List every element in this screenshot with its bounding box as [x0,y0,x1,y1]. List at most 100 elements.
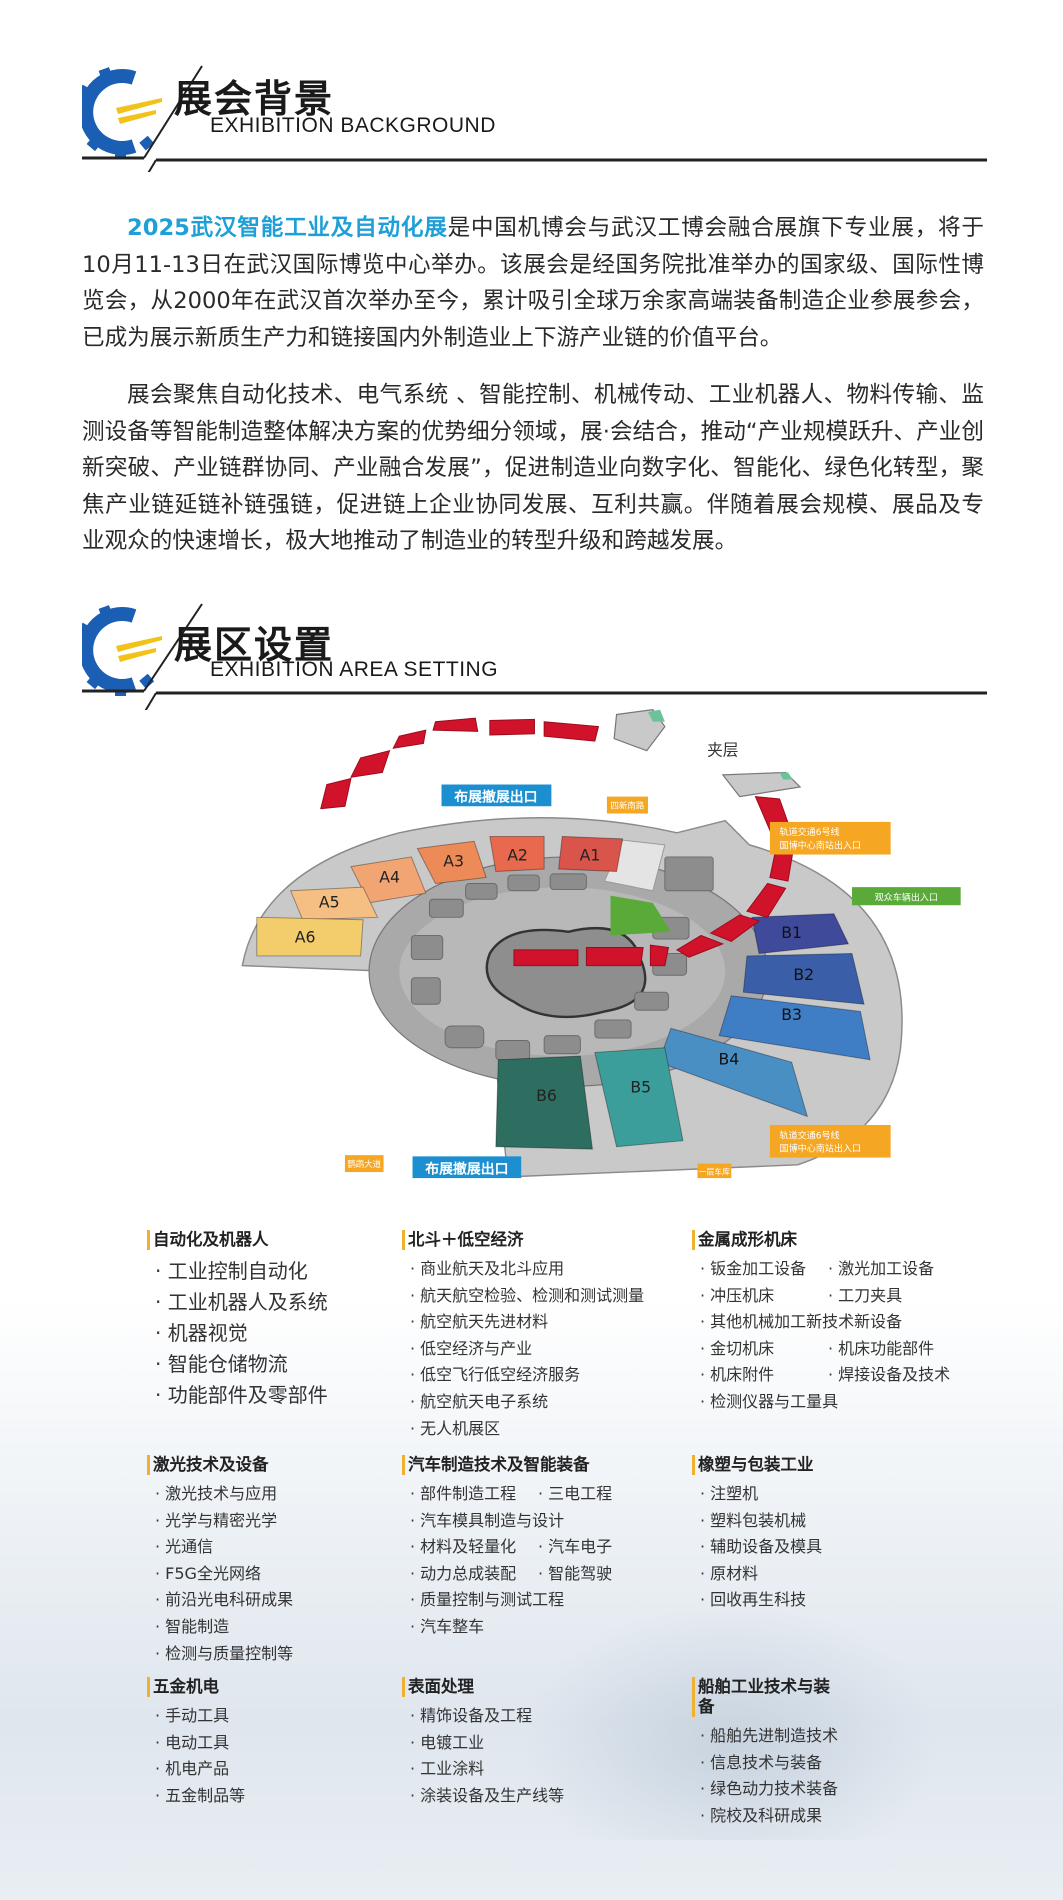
hall-b2 [742,953,865,1005]
category-item: · 材料及轻量化 [410,1537,517,1557]
background-industrial-image [0,1300,1063,1900]
inner-rooms [410,856,714,1061]
section-header-area: 展区设置 EXHIBITION AREA SETTING [82,600,987,710]
category-item-row: · 电镀工业 [402,1730,564,1757]
category-title: 汽车制造技术及智能装备 [402,1455,612,1475]
svg-text:国博中心南站出入口: 国博中心南站出入口 [780,1143,861,1155]
category-item: · 机器视觉 [155,1321,248,1345]
hall-label: B1 [781,923,802,942]
category-item: · 五金制品等 [155,1785,246,1805]
category-item-row: · 商业航天及北斗应用 [402,1256,644,1283]
category-item: · 工业控制自动化 [155,1259,308,1283]
category-item: · 光通信 [155,1537,214,1557]
category-item: · 信息技术与装备 [700,1752,823,1772]
stair-marker [779,772,793,780]
stair-marker [647,709,665,722]
category-item: · 电动工具 [155,1732,230,1752]
category-item-row: · 无人机展区 [402,1416,644,1443]
section-subtitle: EXHIBITION AREA SETTING [210,658,499,681]
category-item: · 工业机器人及系统 [155,1290,328,1314]
category-block: 船舶工业技术与装备· 船舶先进制造技术· 信息技术与装备· 绿色动力技术装备· … [692,1677,838,1829]
svg-text:国博中心南站出入口: 国博中心南站出入口 [780,840,861,852]
category-item-row: · 涂装设备及生产线等 [402,1783,564,1810]
category-item: · 激光加工设备 [828,1259,935,1278]
category-item-row: · 低空经济与产业 [402,1336,644,1363]
section-subtitle: EXHIBITION BACKGROUND [210,114,496,137]
category-item: · 检测与质量控制等 [155,1643,294,1663]
category-item-row: · 辅助设备及模具 [692,1534,822,1561]
category-item: · 回收再生科技 [700,1590,807,1610]
category-item: · 电镀工业 [410,1732,485,1752]
category-item-row: · 机电产品 [147,1756,245,1783]
category-item: · 钣金加工设备 [700,1259,807,1278]
category-item-row: · 船舶先进制造技术 [692,1723,838,1750]
category-item: · 智能仓储物流 [155,1352,288,1376]
category-block: 汽车制造技术及智能装备· 部件制造工程· 三电工程· 汽车模具制造与设计· 材料… [402,1455,612,1641]
category-item: · 涂装设备及生产线等 [410,1785,565,1805]
hall-label: B4 [718,1050,739,1069]
category-item-row: · 机器视觉 [147,1318,328,1349]
hall-label: B5 [630,1077,651,1096]
hall-label: A4 [379,867,400,886]
category-item: · 检测仪器与工量具 [700,1391,839,1411]
category-item-row: · 工业涂料 [402,1756,564,1783]
category-title: 船舶工业技术与装备 [692,1677,838,1717]
category-block: 激光技术及设备· 激光技术与应用· 光学与精密光学· 光通信· F5G全光网络·… [147,1455,293,1667]
category-block: 五金机电 · 手动工具 · 电动工具 · 机电产品· 五金制品等 [147,1677,245,1809]
category-item-row: · 塑料包装机械 [692,1508,822,1535]
category-item-row: · 汽车模具制造与设计 [402,1508,612,1535]
category-item-row: · 智能制造 [147,1614,293,1641]
hall-b5 [594,1047,684,1148]
section-title: 展区设置 [174,623,335,667]
category-item-row: · 工业机器人及系统 [147,1287,328,1318]
svg-text:布展撤展出口: 布展撤展出口 [454,788,537,805]
category-item: · 冲压机床 [700,1285,775,1305]
svg-text:轨道交通6号线: 轨道交通6号线 [780,826,840,838]
category-item: · 低空经济与产业 [410,1338,533,1358]
svg-text:鹦鹉大道: 鹦鹉大道 [347,1159,381,1169]
category-title: 北斗＋低空经济 [402,1230,644,1250]
category-item: · 焊接设备及技术 [828,1365,951,1385]
category-title: 五金机电 [147,1677,245,1697]
category-item: · 质量控制与测试工程 [410,1590,565,1610]
hall-a6 [256,916,364,957]
category-item: · 低空飞行低空经济服务 [410,1365,581,1385]
category-item-row: · 钣金加工设备 · 激光加工设备 [692,1256,950,1283]
category-item: · 功能部件及零部件 [155,1383,328,1407]
category-item: · 汽车整车 [410,1616,485,1636]
category-item-row: · 航天航空检验、检测和测试测量 [402,1283,644,1310]
category-item-row: · 汽车整车 [402,1614,612,1641]
hall-a3 [416,840,487,885]
category-item-row: · 精饰设备及工程 [402,1703,564,1730]
category-item: · 汽车电子 [538,1537,613,1557]
category-item: · 原材料 [700,1563,759,1583]
category-item: · 精饰设备及工程 [410,1706,533,1725]
hall-a2 [489,835,545,872]
category-item-row: · 金切机床· 机床功能部件 [692,1336,950,1363]
metro-label-top: 轨道交通6号线 国博中心南站出入口 [769,821,891,855]
gear-logo-icon [82,65,987,172]
category-block: 金属成形机床· 钣金加工设备· 激光加工设备· 冲压机床· 工刀夹具· 其他机械… [692,1230,950,1416]
intro-text-1: 是中国机博会与武汉工博会融合展旗下专业展，将于10月11-13日在武汉国际博览中… [82,215,985,351]
svg-text:一层车库: 一层车库 [699,1166,730,1176]
category-item-row: · 前沿光电科研成果 [147,1587,293,1614]
category-item-row: · 光学与精密光学 [147,1508,293,1535]
hall-label: A3 [443,852,464,871]
category-item: · 部件制造工程 [410,1484,517,1503]
hall-b3 [718,995,871,1061]
hall-b6 [495,1055,593,1150]
category-item: · 航空航天先进材料 [410,1312,549,1332]
road-label-north: 四新南路 [606,796,648,814]
category-item: · 无人机展区 [410,1418,501,1438]
category-item: · F5G全光网络 [155,1563,261,1583]
category-item: · 动力总成装配 [410,1563,517,1583]
category-item: · 商业航天及北斗应用 [410,1259,565,1278]
category-item: · 工刀夹具 [828,1285,903,1305]
exit-label-bottom: 布展撤展出口 [412,1156,522,1179]
category-item: · 手动工具 [155,1706,230,1725]
category-item-row: · 检测仪器与工量具 [692,1389,950,1416]
expo-name-highlight: 2025武汉智能工业及自动化展 [127,215,448,241]
hall-a5 [289,886,379,921]
